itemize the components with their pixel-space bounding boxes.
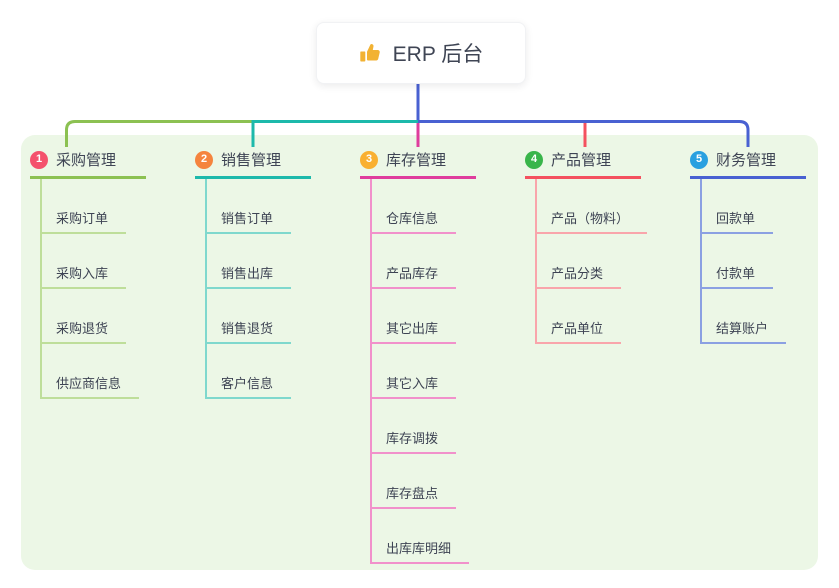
child-node[interactable]: 结算账户 — [700, 289, 787, 344]
child-label: 出库库明细 — [370, 538, 470, 564]
child-node[interactable]: 销售退货 — [205, 289, 292, 344]
branch-number-badge: 5 — [690, 150, 708, 169]
child-node[interactable]: 采购入库 — [40, 234, 139, 289]
child-node[interactable]: 采购订单 — [40, 179, 139, 234]
branch-children: 销售订单销售出库销售退货客户信息 — [205, 179, 292, 399]
branch-5: 5 财务管理回款单付款单结算账户 — [690, 147, 839, 344]
branch-label: 产品管理 — [551, 152, 612, 169]
child-label: 产品库存 — [370, 263, 457, 289]
child-node[interactable]: 客户信息 — [205, 344, 292, 399]
child-node[interactable]: 销售出库 — [205, 234, 292, 289]
branch-number-badge: 3 — [360, 150, 378, 169]
child-node[interactable]: 仓库信息 — [370, 179, 469, 234]
branch-header[interactable]: 4 产品管理 — [525, 147, 641, 179]
branch-children: 仓库信息产品库存其它出库其它入库库存调拨库存盘点出库库明细 — [370, 179, 470, 564]
branch-3: 3 库存管理仓库信息产品库存其它出库其它入库库存调拨库存盘点出库库明细 — [360, 147, 510, 564]
child-node[interactable]: 其它出库 — [370, 289, 469, 344]
child-label: 仓库信息 — [370, 208, 457, 234]
branch-header[interactable]: 3 库存管理 — [360, 147, 476, 179]
branch-label: 采购管理 — [56, 152, 117, 169]
child-label: 其它出库 — [370, 318, 457, 344]
child-node[interactable]: 供应商信息 — [40, 344, 140, 399]
child-label: 销售退货 — [205, 318, 292, 344]
branch-1: 1 采购管理采购订单采购入库采购退货供应商信息 — [30, 147, 180, 399]
branch-children: 采购订单采购入库采购退货供应商信息 — [40, 179, 140, 399]
child-label: 销售订单 — [205, 208, 292, 234]
branch-number-badge: 1 — [30, 150, 48, 169]
child-node[interactable]: 付款单 — [700, 234, 786, 289]
branch-header[interactable]: 2 销售管理 — [195, 147, 311, 179]
child-node[interactable]: 产品（物料） — [535, 179, 648, 234]
branch-number-badge: 4 — [525, 150, 543, 169]
branches-background-panel — [21, 135, 818, 570]
child-label: 付款单 — [700, 263, 774, 289]
branch-header[interactable]: 5 财务管理 — [690, 147, 806, 179]
branch-label: 销售管理 — [221, 152, 282, 169]
child-label: 采购入库 — [40, 263, 127, 289]
child-node[interactable]: 产品库存 — [370, 234, 469, 289]
root-title: ERP 后台 — [392, 43, 484, 66]
child-label: 结算账户 — [700, 318, 787, 344]
child-node[interactable]: 产品分类 — [535, 234, 647, 289]
child-label: 库存调拨 — [370, 428, 457, 454]
branch-number-badge: 2 — [195, 150, 213, 169]
child-label: 采购退货 — [40, 318, 127, 344]
child-node[interactable]: 库存盘点 — [370, 454, 469, 509]
child-label: 回款单 — [700, 208, 774, 234]
root-node[interactable]: ERP 后台 — [316, 22, 526, 84]
child-node[interactable]: 产品单位 — [535, 289, 647, 344]
branch-children: 产品（物料） 产品分类产品单位 — [535, 179, 648, 344]
child-label: 库存盘点 — [370, 483, 457, 509]
child-label: 产品（物料） — [535, 208, 648, 234]
child-node[interactable]: 采购退货 — [40, 289, 139, 344]
child-label: 客户信息 — [205, 373, 292, 399]
child-node[interactable]: 其它入库 — [370, 344, 469, 399]
child-label: 供应商信息 — [40, 373, 140, 399]
child-label: 产品单位 — [535, 318, 622, 344]
child-label: 其它入库 — [370, 373, 457, 399]
branch-4: 4 产品管理产品（物料） 产品分类产品单位 — [525, 147, 675, 344]
branch-header[interactable]: 1 采购管理 — [30, 147, 146, 179]
branch-children: 回款单付款单结算账户 — [700, 179, 787, 344]
branch-label: 财务管理 — [716, 152, 777, 169]
child-node[interactable]: 销售订单 — [205, 179, 292, 234]
child-node[interactable]: 回款单 — [700, 179, 786, 234]
thumbs-up-icon — [359, 41, 383, 65]
branch-2: 2 销售管理销售订单销售出库销售退货客户信息 — [195, 147, 345, 399]
child-label: 采购订单 — [40, 208, 127, 234]
child-node[interactable]: 库存调拨 — [370, 399, 469, 454]
branch-label: 库存管理 — [386, 152, 447, 169]
child-label: 产品分类 — [535, 263, 622, 289]
child-node[interactable]: 出库库明细 — [370, 509, 470, 564]
child-label: 销售出库 — [205, 263, 292, 289]
